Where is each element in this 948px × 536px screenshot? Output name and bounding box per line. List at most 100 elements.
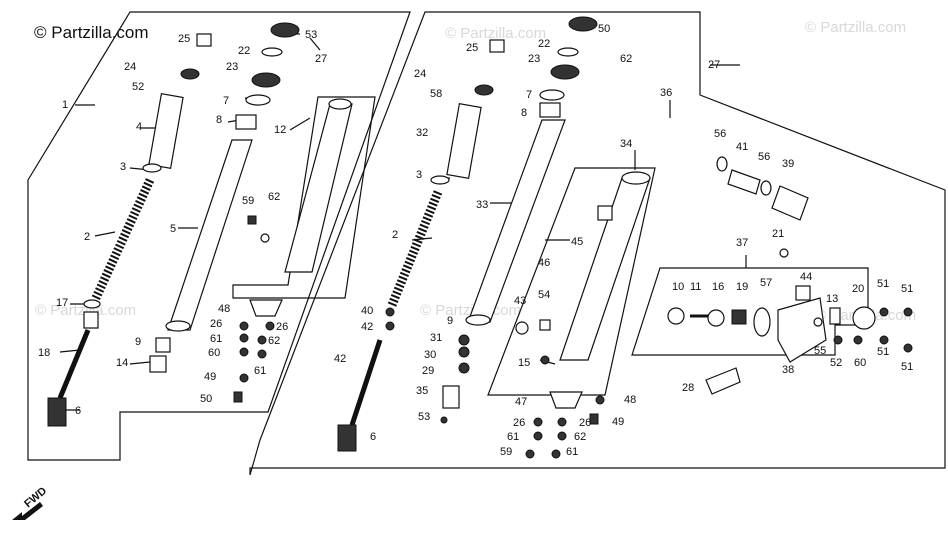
left-bolt-60	[247, 215, 257, 225]
left-washer-52	[260, 233, 270, 243]
right-oring-55	[813, 317, 823, 327]
callout-right-5: 20	[852, 283, 864, 295]
callout-middle-5: 9	[447, 315, 453, 327]
callout-middle-14: 29	[422, 365, 434, 377]
mid-bolt-61b	[551, 449, 561, 459]
callout-middle-7: 22	[538, 38, 550, 50]
left-bolt-61a	[239, 347, 249, 357]
mid-slide-bush-9	[465, 314, 491, 326]
callout-left-4: 5	[170, 223, 176, 235]
callout-left-29: 62	[268, 335, 280, 347]
left-spacer-4	[148, 92, 184, 170]
mid-nut-26a	[533, 417, 543, 427]
right-bolt-60	[853, 335, 863, 345]
callout-left-9: 12	[274, 124, 286, 136]
callout-middle-38: 62	[620, 53, 632, 65]
callout-middle-17: 32	[416, 127, 428, 139]
callout-right-6: 21	[772, 228, 784, 240]
left-bolt-61b	[257, 349, 267, 359]
callout-middle-30: 50	[598, 23, 610, 35]
callout-middle-20: 35	[416, 385, 428, 397]
callout-right-17: 51	[901, 361, 913, 373]
callout-middle-19: 34	[620, 138, 632, 150]
left-washer-49	[239, 373, 249, 383]
mid-seal-7	[539, 89, 565, 101]
left-seal-7	[245, 94, 271, 106]
left-piece-14	[149, 355, 167, 373]
slider-boundary	[487, 167, 656, 396]
mid-washer-45	[515, 321, 529, 335]
callout-middle-1: 3	[416, 169, 422, 181]
mid-seal-32	[458, 334, 470, 346]
callout-middle-0: 2	[392, 229, 398, 241]
callout-right-15: 51	[901, 283, 913, 295]
callout-middle-22: 42	[361, 321, 373, 333]
callout-left-22: 50	[200, 393, 212, 405]
callout-right-20: 56	[714, 128, 726, 140]
callout-left-8: 9	[135, 336, 141, 348]
left-ring-17	[83, 299, 101, 309]
watermark-top-center: © Partzilla.com	[445, 25, 546, 42]
callout-left-3: 4	[136, 121, 142, 133]
anti-dive-parts	[667, 156, 913, 395]
right-piston-16	[707, 309, 725, 327]
callout-right-7: 28	[682, 382, 694, 394]
watermark-top-right: © Partzilla.com	[805, 19, 906, 36]
callout-middle-3: 7	[526, 89, 532, 101]
fwd-arrow-icon	[12, 502, 43, 520]
mid-inner-tube-34	[467, 119, 566, 323]
callout-middle-11: 26	[513, 417, 525, 429]
callout-right-18: 52	[830, 357, 842, 369]
callout-middle-21: 40	[361, 305, 373, 317]
callout-left-2: 3	[120, 161, 126, 173]
mid-ring-42b	[385, 321, 395, 331]
callout-left-20: 48	[218, 303, 230, 315]
left-cover-23	[251, 72, 281, 88]
callout-middle-34: 59	[500, 446, 512, 458]
callout-middle-10: 25	[466, 42, 478, 54]
callout-middle-24: 43	[514, 295, 526, 307]
callout-left-15: 24	[124, 61, 136, 73]
callout-left-10: 14	[116, 357, 128, 369]
mid-rebound-spring-6	[337, 424, 357, 452]
left-piece-9	[155, 337, 171, 353]
mid-ring-42a	[385, 307, 395, 317]
mid-slider-46	[559, 177, 651, 361]
right-bolt-51a	[879, 307, 889, 317]
right-plug-44	[795, 285, 811, 301]
callout-right-19: 55	[814, 345, 826, 357]
mid-washer-62a	[533, 431, 543, 441]
callout-right-14: 51	[877, 278, 889, 290]
right-pin-13	[829, 307, 841, 325]
mid-piece-40	[442, 385, 460, 409]
callout-right-3: 16	[712, 281, 724, 293]
callout-left-26: 60	[208, 347, 220, 359]
callout-left-5: 6	[75, 405, 81, 417]
right-cap-20	[852, 306, 876, 330]
mid-cover-23	[550, 64, 580, 80]
left-ring-22	[261, 47, 283, 57]
callout-left-18: 26	[276, 321, 288, 333]
right-spring-19	[731, 309, 747, 325]
mid-spacer-33	[446, 102, 482, 180]
mid-nut-26b	[557, 417, 567, 427]
callout-left-27: 61	[254, 365, 266, 377]
left-seat-3	[142, 163, 162, 173]
callout-middle-2: 6	[370, 431, 376, 443]
mid-bolt-50	[589, 413, 599, 425]
right-bolt-51c	[879, 335, 889, 345]
mid-valve-58	[539, 319, 551, 331]
right-bolt-51b	[903, 307, 913, 317]
caliper-boundary	[631, 267, 869, 356]
middle-fork-boundary	[249, 11, 946, 476]
callout-middle-37: 62	[574, 431, 586, 443]
callout-middle-32: 54	[538, 289, 550, 301]
callout-left-24: 53	[305, 29, 317, 41]
callout-right-23: 60	[854, 357, 866, 369]
callout-middle-8: 23	[528, 53, 540, 65]
mid-bush-8	[539, 102, 561, 118]
mid-clamp-48	[549, 391, 583, 409]
mid-washer-62b	[557, 431, 567, 441]
